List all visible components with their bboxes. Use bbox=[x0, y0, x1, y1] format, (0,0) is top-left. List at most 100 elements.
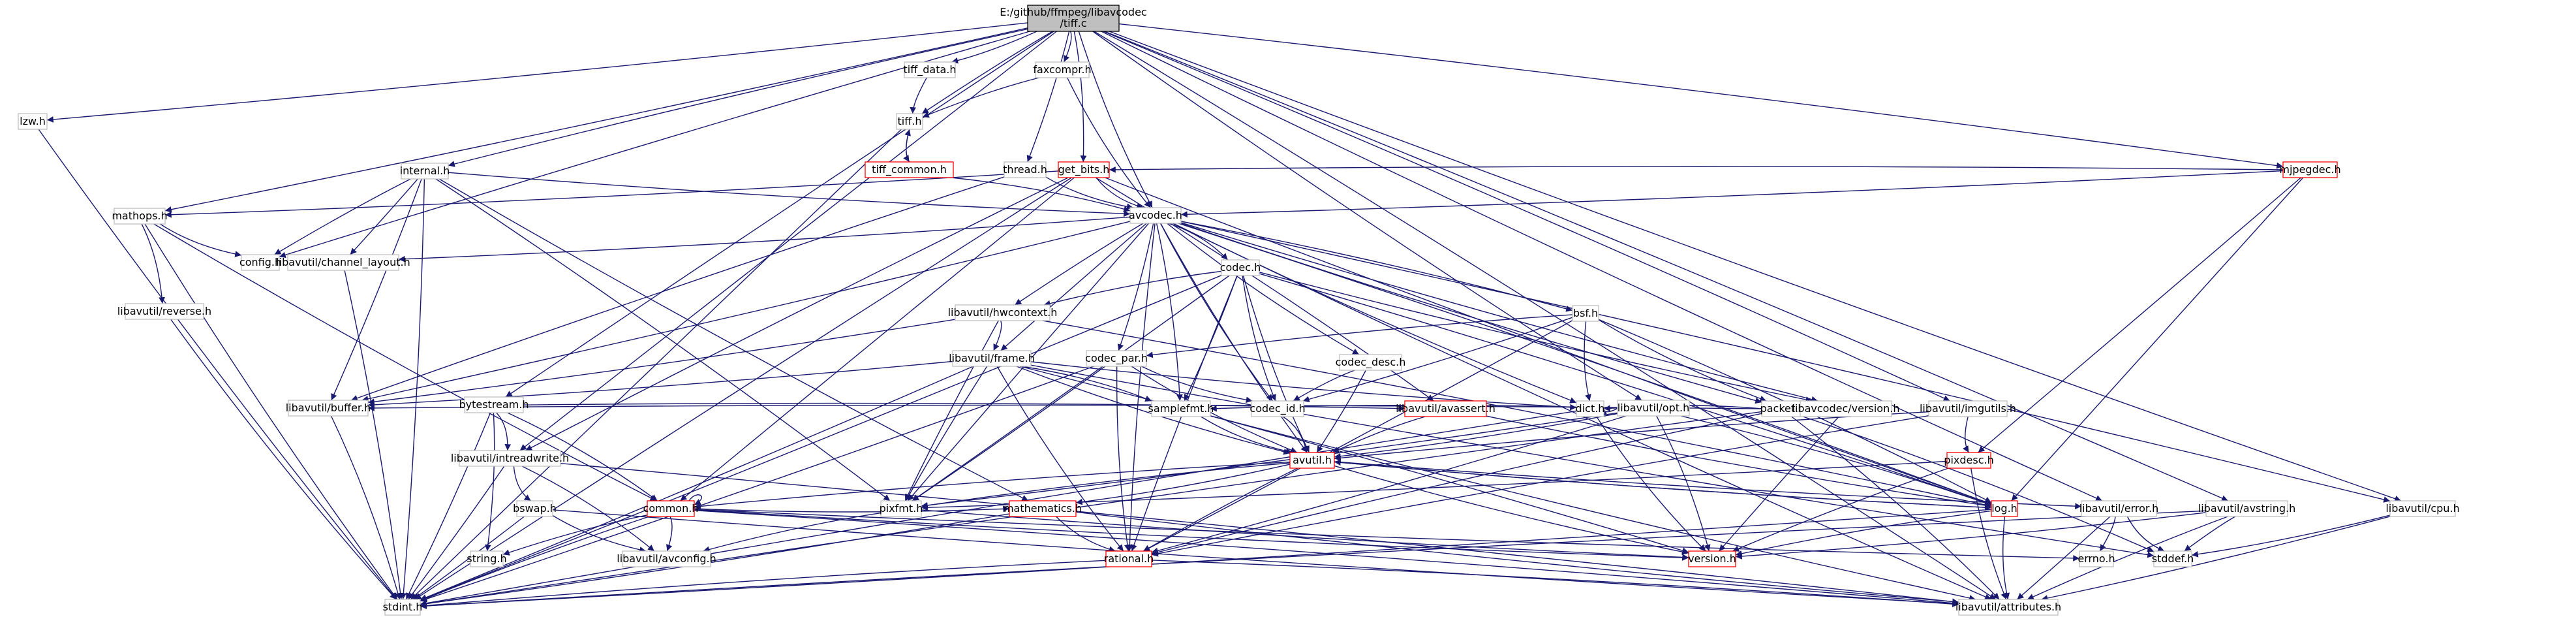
edge-samplefmt_h-to-attributes_h bbox=[1210, 415, 1976, 601]
node-box bbox=[1928, 400, 2008, 417]
file-node-pixdesc-h[interactable]: pixdesc.h bbox=[1944, 452, 1994, 469]
file-node-rational-h[interactable]: rational.h bbox=[1104, 550, 1154, 567]
edge-hwcontext_h-to-buffer_h bbox=[367, 319, 956, 405]
file-node-frame-h[interactable]: libavutil/frame.h bbox=[949, 350, 1035, 367]
file-node-codec-desc-h[interactable]: codec_desc.h bbox=[1336, 354, 1406, 371]
file-node-mathops-h[interactable]: mathops.h bbox=[112, 208, 168, 225]
file-node-opt-h[interactable]: libavutil/opt.h bbox=[1617, 400, 1690, 417]
node-box bbox=[2389, 500, 2456, 517]
file-node-tiff-data-h[interactable]: tiff_data.h bbox=[903, 61, 957, 78]
file-node-dict-h[interactable]: dict.h bbox=[1576, 400, 1605, 417]
edge-internal_h-to-mathematics_h bbox=[438, 178, 1029, 501]
file-node-get-bits-h[interactable]: get_bits.h bbox=[1058, 161, 1110, 178]
root-file-node[interactable]: E:/github/ffmpeg/libavcodec/tiff.c bbox=[1000, 5, 1147, 32]
node-label: bsf.h bbox=[1573, 307, 1598, 319]
node-label: /tiff.c bbox=[1060, 17, 1086, 29]
node-box bbox=[516, 500, 553, 517]
node-label: libavutil/avassert.h bbox=[1396, 402, 1495, 415]
file-node-mjpegdec-h[interactable]: mjpegdec.h bbox=[2279, 161, 2341, 178]
edge-frame_h-to-buffer_h bbox=[367, 360, 953, 408]
file-node-tiff-h[interactable]: tiff.h bbox=[896, 113, 923, 130]
file-node-stddef-h[interactable]: stddef.h bbox=[2152, 550, 2194, 567]
file-node-buffer-h[interactable]: libavutil/buffer.h bbox=[286, 400, 371, 417]
edge-avcodec_h-to-hwcontext_h bbox=[1015, 223, 1144, 306]
file-node-avutil-h[interactable]: avutil.h bbox=[1289, 452, 1335, 469]
node-label: rational.h bbox=[1104, 552, 1154, 565]
file-node-mathematics-h[interactable]: mathematics.h bbox=[1004, 500, 1082, 517]
edge-mathematics_h-to-rational_h bbox=[1056, 516, 1116, 552]
edge-pixfmt_h-to-version_h bbox=[921, 509, 1689, 561]
edge-codec_h-to-avutil_h bbox=[1242, 275, 1310, 453]
edge-hwcontext_h-to-log_h bbox=[1042, 320, 1992, 508]
node-label: libavutil/avconfig.h bbox=[617, 552, 716, 565]
file-node-intreadwrite-h[interactable]: libavutil/intreadwrite.h bbox=[451, 450, 569, 467]
file-node-errno-h[interactable]: errno.h bbox=[2078, 550, 2115, 567]
file-node-tiff-common-h[interactable]: tiff_common.h bbox=[865, 161, 954, 178]
node-label: string.h bbox=[467, 552, 506, 565]
edge-codec_par_h-to-rational_h bbox=[1116, 366, 1131, 552]
file-node-codec-h[interactable]: codec.h bbox=[1220, 259, 1261, 276]
file-node-bytestream-h[interactable]: bytestream.h bbox=[459, 396, 529, 413]
node-box bbox=[952, 350, 1032, 367]
node-label: libavutil/imgutils.h bbox=[1920, 402, 2016, 415]
file-node-config-h[interactable]: config.h bbox=[239, 254, 281, 271]
edge-frame_h-to-stdint_h bbox=[420, 366, 974, 601]
file-node-stdint-h[interactable]: stdint.h bbox=[383, 599, 423, 616]
node-label: stddef.h bbox=[2152, 552, 2194, 565]
file-node-thread-h[interactable]: thread.h bbox=[1003, 161, 1047, 178]
file-node-hwcontext-h[interactable]: libavutil/hwcontext.h bbox=[948, 304, 1058, 321]
file-node-channel-layout-h[interactable]: libavutil/channel_layout.h bbox=[276, 254, 410, 271]
file-node-imgutils-h[interactable]: libavutil/imgutils.h bbox=[1920, 400, 2016, 417]
node-box bbox=[287, 254, 399, 271]
file-node-internal-h[interactable]: internal.h bbox=[400, 163, 450, 180]
file-node-attributes-h[interactable]: libavutil/attributes.h bbox=[1955, 599, 2061, 616]
edge-codec_h-to-stdint_h bbox=[420, 275, 1222, 601]
file-node-lzw-h[interactable]: lzw.h bbox=[18, 113, 48, 130]
file-node-common-h[interactable]: common.h bbox=[643, 500, 699, 517]
file-node-log-h[interactable]: log.h bbox=[1991, 500, 2018, 517]
file-node-avstring-h[interactable]: libavutil/avstring.h bbox=[2198, 500, 2295, 517]
node-label: dict.h bbox=[1576, 402, 1605, 415]
node-box bbox=[1991, 500, 2018, 517]
file-node-reverse-h[interactable]: libavutil/reverse.h bbox=[117, 303, 211, 320]
edge-common_h-to-mathematics_h bbox=[694, 505, 1010, 513]
file-node-faxcompr-h[interactable]: faxcompr.h bbox=[1033, 61, 1092, 78]
edge-mathops_h-to-common_h bbox=[153, 223, 657, 501]
file-node-samplefmt-h[interactable]: samplefmt.h bbox=[1148, 400, 1214, 417]
file-node-version-h[interactable]: version.h bbox=[1688, 550, 1736, 567]
file-node-lavc-version-h[interactable]: libavcodec/version.h bbox=[1792, 400, 1900, 417]
file-node-pixfmt-h[interactable]: pixfmt.h bbox=[880, 500, 923, 517]
file-node-string-h[interactable]: string.h bbox=[467, 550, 507, 567]
edge-common_h-to-avconfig_h bbox=[666, 516, 673, 552]
file-node-cpu-h[interactable]: libavutil/cpu.h bbox=[2385, 500, 2460, 517]
edge-tiff_common_h-to-avcodec_h bbox=[951, 177, 1131, 212]
edge-opt_h-to-rational_h bbox=[1151, 415, 1627, 554]
edge-bytestream_h-to-stdint_h bbox=[405, 412, 491, 600]
node-box bbox=[1004, 161, 1047, 178]
node-label: libavutil/reverse.h bbox=[117, 305, 211, 317]
node-box bbox=[1035, 61, 1090, 78]
edge-codec_h-to-lavc_version_h bbox=[1259, 272, 1813, 403]
file-node-avassert-h[interactable]: libavutil/avassert.h bbox=[1396, 400, 1495, 417]
file-node-error-h[interactable]: libavutil/error.h bbox=[2079, 500, 2159, 517]
node-label: tiff_common.h bbox=[872, 163, 947, 176]
edge-tiff_data_h-to-tiff_h bbox=[910, 77, 927, 114]
file-node-codec-par-h[interactable]: codec_par.h bbox=[1085, 350, 1148, 367]
edge-internal_h-to-buffer_h bbox=[331, 178, 422, 401]
node-box bbox=[955, 304, 1050, 321]
node-box bbox=[896, 113, 923, 130]
file-node-avconfig-h[interactable]: libavutil/avconfig.h bbox=[617, 550, 716, 567]
file-node-codec-id-h[interactable]: codec_id.h bbox=[1250, 400, 1306, 417]
edge-codec_h-to-codec_id_h bbox=[1242, 275, 1276, 402]
node-box bbox=[288, 400, 369, 417]
edge-rational_h-to-stdint_h bbox=[420, 560, 1107, 609]
node-box bbox=[1572, 305, 1599, 322]
node-label: errno.h bbox=[2078, 552, 2115, 565]
node-label: libavutil/buffer.h bbox=[286, 402, 371, 414]
file-node-bsf-h[interactable]: bsf.h bbox=[1572, 305, 1599, 322]
file-node-avcodec-h[interactable]: avcodec.h bbox=[1129, 207, 1182, 224]
edge-bswap_h-to-stdint_h bbox=[412, 516, 525, 600]
edge-hwcontext_h-to-frame_h bbox=[993, 320, 1002, 351]
file-node-packet-h[interactable]: packet.h bbox=[1760, 400, 1805, 417]
file-node-bswap-h[interactable]: bswap.h bbox=[513, 500, 557, 517]
